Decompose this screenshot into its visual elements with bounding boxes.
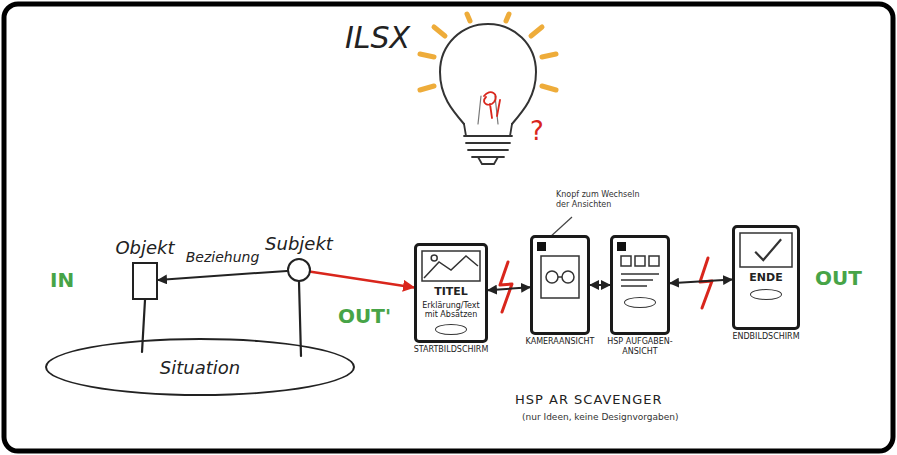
subject-head: Subjekt: [287, 258, 311, 282]
screen-strokes: [740, 233, 792, 267]
screen-sketch: [537, 242, 583, 304]
result-box: [740, 233, 792, 267]
object-box: Objekt: [132, 262, 158, 300]
toggle-button: [537, 242, 546, 251]
question-mark: ?: [530, 116, 544, 146]
screen-sketch: [421, 250, 481, 282]
flow-arrow: [311, 272, 414, 288]
button-sketch: [750, 289, 782, 300]
screen-title: TITEL: [421, 285, 481, 298]
light-bulb: [420, 14, 556, 164]
heading-stack: Objekt: [115, 237, 174, 258]
phone-screen: TITELErklärung/Text mit AbsätzenSTARTBIL…: [414, 243, 488, 343]
scribble-text: ILSX: [345, 20, 410, 55]
sketch-title: HSP AR SCAVENGER: [515, 392, 663, 407]
relation-arrow: [158, 271, 287, 280]
sketch-subtitle: (nur Ideen, keine Designvorgaben): [522, 412, 679, 422]
phone-screen: KAMERAANSICHT: [530, 235, 590, 335]
ellipse-label: Situation: [160, 357, 240, 378]
glasses-lens: [546, 271, 558, 283]
input-label: IN: [50, 268, 74, 292]
button-sketch: [624, 297, 656, 308]
screen-transition: [670, 280, 732, 284]
camera-view: [541, 256, 579, 298]
frame: [4, 4, 893, 451]
output-label: OUT: [815, 266, 862, 290]
annotation: Knopf zum Wechseln der Ansichten: [556, 190, 646, 209]
stick-lines: [142, 282, 301, 356]
toggle-button: [617, 242, 626, 251]
output-label: OUT': [338, 304, 391, 328]
heading-stack: Subjekt: [265, 233, 333, 254]
check-mark: [755, 239, 781, 260]
screen-caption: ENDBILDSCHIRM: [720, 332, 812, 342]
edge-label: Beziehung: [184, 249, 262, 265]
text-lines: [621, 274, 659, 286]
answer-box: [635, 256, 645, 266]
phone-screen: HSP AUFGABEN-ANSICHT: [610, 235, 670, 335]
screen-strokes: [422, 251, 480, 281]
screen-caption: STARTBILDSCHIRM: [405, 345, 497, 355]
node-heading: Subjekt: [265, 233, 333, 254]
screen-caption: HSP AUFGABEN-ANSICHT: [594, 337, 686, 356]
node-heading: Objekt: [115, 237, 174, 258]
screen-title: ENDE: [739, 271, 793, 284]
screen-sketch: [739, 232, 793, 268]
sun-sketch: [431, 255, 437, 261]
screen-sketch: [617, 242, 663, 292]
screen-transition: [590, 284, 610, 286]
screen-strokes: [541, 256, 579, 298]
phone-screen: ENDEENDBILDSCHIRM: [732, 225, 800, 330]
glasses-bridge: [558, 276, 562, 278]
image-placeholder: [422, 251, 480, 281]
situation-ellipse: Situation: [45, 338, 355, 396]
button-sketch: [435, 324, 467, 335]
screen-text: Erklärung/Text mit Absätzen: [421, 301, 481, 319]
mountain-sketch: [424, 256, 478, 278]
screen-transition: [488, 287, 530, 290]
screen-caption: KAMERAANSICHT: [514, 337, 606, 347]
glasses-lens: [562, 271, 574, 283]
answer-box: [649, 256, 659, 266]
answer-box: [621, 256, 631, 266]
screen-strokes: [621, 256, 659, 286]
